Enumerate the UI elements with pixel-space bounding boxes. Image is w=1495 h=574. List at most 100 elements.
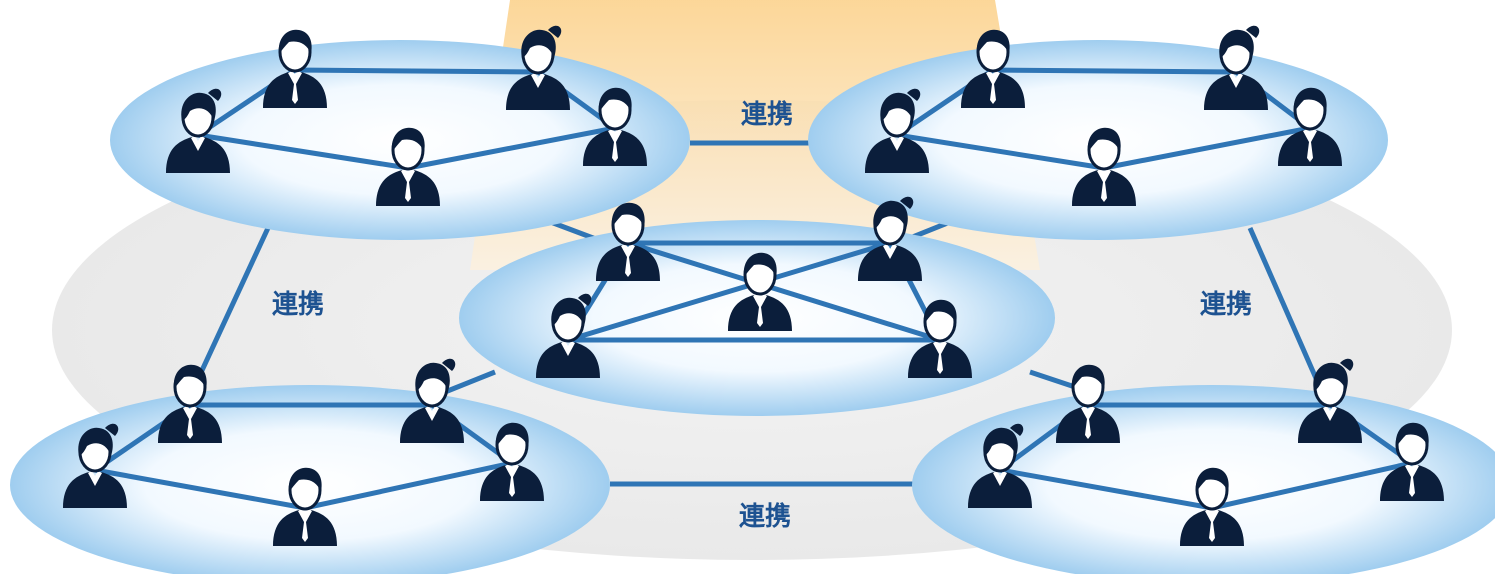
collab-label-left: 連携	[272, 289, 324, 320]
person-hair-long	[1313, 358, 1354, 391]
person-collar	[183, 406, 197, 439]
person-collar	[890, 136, 904, 151]
person-icon-bottom-right-0	[1056, 364, 1120, 443]
collab-label-top: 連携	[741, 99, 793, 130]
person-hair-short	[1087, 127, 1121, 152]
person-hair-short	[976, 29, 1010, 54]
person-collar	[505, 464, 519, 497]
person-hair-short	[278, 29, 312, 54]
person-icon-top-left-1	[506, 25, 570, 110]
person-hair-long	[873, 196, 914, 229]
link-top-left-3	[197, 132, 409, 171]
link-right	[1247, 226, 1325, 394]
person-hair-short	[1071, 364, 1105, 389]
link-center-5	[567, 240, 891, 343]
person-hair-short	[923, 299, 957, 324]
person-icon-bottom-left-2	[63, 423, 127, 508]
person-icon-top-right-2	[865, 88, 929, 173]
person-icon-center-1	[858, 196, 922, 281]
person-icon-center-0	[596, 202, 660, 281]
person-icon-bottom-right-4	[1180, 467, 1244, 546]
person-collar	[1405, 464, 1419, 497]
link-bottom-right-3	[999, 467, 1213, 511]
person-hair-long	[1219, 25, 1260, 58]
person-collar	[531, 73, 545, 88]
person-hair-short	[495, 422, 529, 447]
person-collar	[993, 471, 1007, 486]
person-body	[166, 137, 230, 173]
person-hair-long	[415, 358, 456, 391]
link-bottom-right-4	[1211, 460, 1413, 511]
person-collar	[401, 169, 415, 202]
person-icon-bottom-right-3	[1380, 422, 1444, 501]
person-icon-bottom-left-0	[158, 364, 222, 443]
person-icon-center-3	[536, 293, 600, 378]
person-collar	[1303, 129, 1317, 162]
collab-label-bottom: 連携	[739, 501, 791, 532]
person-collar	[1205, 509, 1219, 542]
person-icon-bottom-left-3	[480, 422, 544, 501]
person-body	[1204, 74, 1268, 110]
people	[63, 25, 1444, 546]
link-top-right-3	[896, 132, 1105, 171]
collab-label-right: 連携	[1200, 289, 1252, 320]
person-hair-long	[78, 423, 119, 456]
person-icon-top-right-4	[1072, 127, 1136, 206]
person-icon-top-left-0	[263, 29, 327, 108]
person-body	[865, 137, 929, 173]
person-icon-center-2	[728, 252, 792, 331]
person-body	[506, 74, 570, 110]
person-collar	[191, 136, 205, 151]
person-body	[400, 407, 464, 443]
person-collar	[986, 71, 1000, 104]
person-body	[858, 245, 922, 281]
person-hair-long	[880, 88, 921, 121]
person-hair-long	[551, 293, 592, 326]
link-bottom-left-3	[94, 467, 306, 511]
person-hair-short	[288, 467, 322, 492]
person-icon-bottom-right-1	[1298, 358, 1362, 443]
person-hair-long	[181, 88, 222, 121]
person-hair-short	[598, 87, 632, 112]
person-collar	[933, 341, 947, 374]
person-hair-short	[391, 127, 425, 152]
person-collar	[88, 471, 102, 486]
person-collar	[561, 341, 575, 356]
person-collar	[425, 406, 439, 421]
link-top-left-4	[407, 125, 616, 171]
person-hair-long	[521, 25, 562, 58]
person-collar	[288, 71, 302, 104]
person-hair-short	[1195, 467, 1229, 492]
person-collar	[883, 244, 897, 259]
person-icon-bottom-left-1	[400, 358, 464, 443]
person-collar	[753, 294, 767, 327]
link-bottom-left-4	[304, 460, 513, 511]
person-hair-short	[611, 202, 645, 227]
link-left	[189, 226, 271, 394]
link-top-right-4	[1103, 125, 1311, 171]
person-collar	[1323, 406, 1337, 421]
link-top-left-0	[294, 67, 539, 75]
person-collar	[1229, 73, 1243, 88]
person-icon-top-left-3	[583, 87, 647, 166]
person-icon-top-right-3	[1278, 87, 1342, 166]
person-icon-top-right-1	[1204, 25, 1268, 110]
person-collar	[298, 509, 312, 542]
person-icon-top-left-4	[376, 127, 440, 206]
link-center-bottomleft	[444, 369, 496, 395]
person-body	[968, 472, 1032, 508]
person-body	[63, 472, 127, 508]
link-top-right-0	[992, 67, 1237, 75]
person-icon-bottom-right-2	[968, 423, 1032, 508]
person-hair-long	[983, 423, 1024, 456]
person-hair-short	[1395, 422, 1429, 447]
person-hair-short	[1293, 87, 1327, 112]
person-collar	[621, 244, 635, 277]
link-center-4	[627, 240, 941, 343]
person-collar	[608, 129, 622, 162]
person-hair-short	[743, 252, 777, 277]
person-icon-bottom-left-4	[273, 467, 337, 546]
person-icon-top-left-2	[166, 88, 230, 173]
